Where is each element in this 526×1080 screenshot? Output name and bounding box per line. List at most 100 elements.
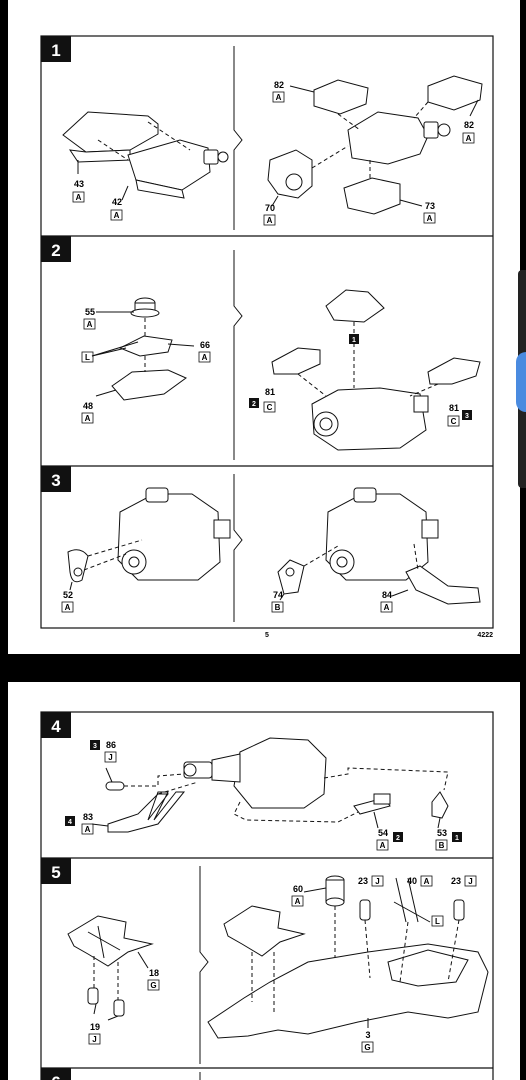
svg-text:A: A [267,216,273,225]
svg-text:B: B [275,603,281,612]
svg-text:55: 55 [85,307,95,317]
part-70-label: 70 A [263,203,276,226]
svg-text:81: 81 [265,387,275,397]
part-52-label: 52 A [61,590,74,613]
svg-text:53: 53 [437,828,447,838]
svg-text:48: 48 [83,401,93,411]
svg-text:G: G [150,981,156,990]
svg-text:1: 1 [51,41,60,60]
step-5-right-assembly [207,875,489,1039]
svg-text:A: A [114,211,120,220]
svg-text:A: A [65,603,71,612]
svg-text:2: 2 [396,835,400,842]
side-panel-indicator[interactable] [516,352,526,412]
svg-text:84: 84 [382,590,392,600]
part-82-right-label: 82 A [462,120,475,144]
part-19-label: 19 J [88,1022,101,1045]
svg-text:83: 83 [83,812,93,822]
svg-text:A: A [276,93,282,102]
svg-text:B: B [439,841,445,850]
svg-text:82: 82 [464,120,474,130]
step-3-badge: 3 [41,466,71,492]
part-82-left-label: 82 A [272,80,285,103]
step-1-right-assembly [267,75,483,215]
part-55-label: 55 A [83,307,96,330]
svg-text:L: L [435,917,440,926]
part-73-label: 73 A [423,201,436,224]
step-2-badge: 2 [41,236,71,262]
part-53-label: 53 B 1 [435,828,462,851]
svg-text:86: 86 [106,740,116,750]
svg-text:43: 43 [74,179,84,189]
svg-text:73: 73 [425,201,435,211]
svg-text:52: 52 [63,590,73,600]
step-2-right-assembly [271,289,481,451]
svg-text:4: 4 [68,819,72,826]
svg-text:A: A [466,134,472,143]
part-81-left-label: 81 C 2 [249,387,276,413]
part-l-label: L [81,351,94,363]
svg-text:C: C [267,403,273,412]
part-84-label: 84 A [380,590,393,613]
part-81-right-label: 81 C 3 [447,403,472,427]
step-1-badge: 1 [41,36,71,62]
page-6-drawing: 4 5 6 3 86 J 4 83 A [40,711,494,1080]
svg-text:54: 54 [378,828,388,838]
svg-text:70: 70 [265,203,275,213]
svg-text:6: 6 [51,1073,60,1080]
step-3-left-engine [67,487,231,591]
part-18-label: 18 G [147,968,160,991]
svg-text:J: J [468,877,472,886]
part-23-left-label: 23 J [358,875,384,887]
svg-text:1: 1 [455,835,459,842]
part-3-label: 3 G [361,1030,374,1053]
svg-text:2: 2 [51,241,60,260]
step-3-right-engine [277,487,481,605]
svg-text:5: 5 [51,863,60,882]
step-4-assembly [91,737,449,833]
svg-text:A: A [427,214,433,223]
svg-text:A: A [85,825,91,834]
step-2-left-assembly [91,297,195,401]
step-ref-1-badge: 1 [349,334,359,344]
svg-text:A: A [87,320,93,329]
part-74-label: 74 B [271,590,284,613]
svg-text:A: A [295,897,301,906]
svg-text:A: A [424,877,430,886]
part-66-label: 66 A [198,340,211,363]
svg-text:J: J [375,877,379,886]
part-54-label: 54 A 2 [376,828,403,851]
svg-text:A: A [76,193,82,202]
instruction-page-5: 1 2 3 43 [8,0,520,654]
svg-text:J: J [92,1035,96,1044]
part-43-label: 43 A [72,179,85,203]
svg-text:4: 4 [51,717,61,736]
step-5-left-assembly [67,915,154,1021]
svg-text:A: A [384,603,390,612]
page-5-drawing: 1 2 3 43 [40,35,494,639]
svg-text:3: 3 [51,471,60,490]
svg-text:60: 60 [293,884,303,894]
kit-number: 4222 [477,632,493,639]
part-l-bracket-label: L [431,915,444,927]
svg-text:3: 3 [93,743,97,750]
svg-text:74: 74 [273,590,283,600]
svg-text:19: 19 [90,1022,100,1032]
part-23-right-label: 23 J [451,875,477,887]
page-number: 5 [265,632,269,639]
part-86-label: 3 86 J [90,740,117,763]
svg-text:66: 66 [200,340,210,350]
step-6-badge: 6 [41,1068,71,1080]
svg-text:2: 2 [252,401,256,408]
step-4-badge: 4 [41,712,71,738]
svg-text:A: A [85,414,91,423]
svg-text:23: 23 [358,876,368,886]
part-42-label: 42 A [110,197,123,221]
instruction-page-6: 4 5 6 3 86 J 4 83 A [8,682,520,1080]
svg-text:A: A [380,841,386,850]
svg-text:3: 3 [465,413,469,420]
step-1-left-assembly [62,111,229,201]
svg-text:42: 42 [112,197,122,207]
svg-text:L: L [85,353,90,362]
svg-text:G: G [364,1043,370,1052]
